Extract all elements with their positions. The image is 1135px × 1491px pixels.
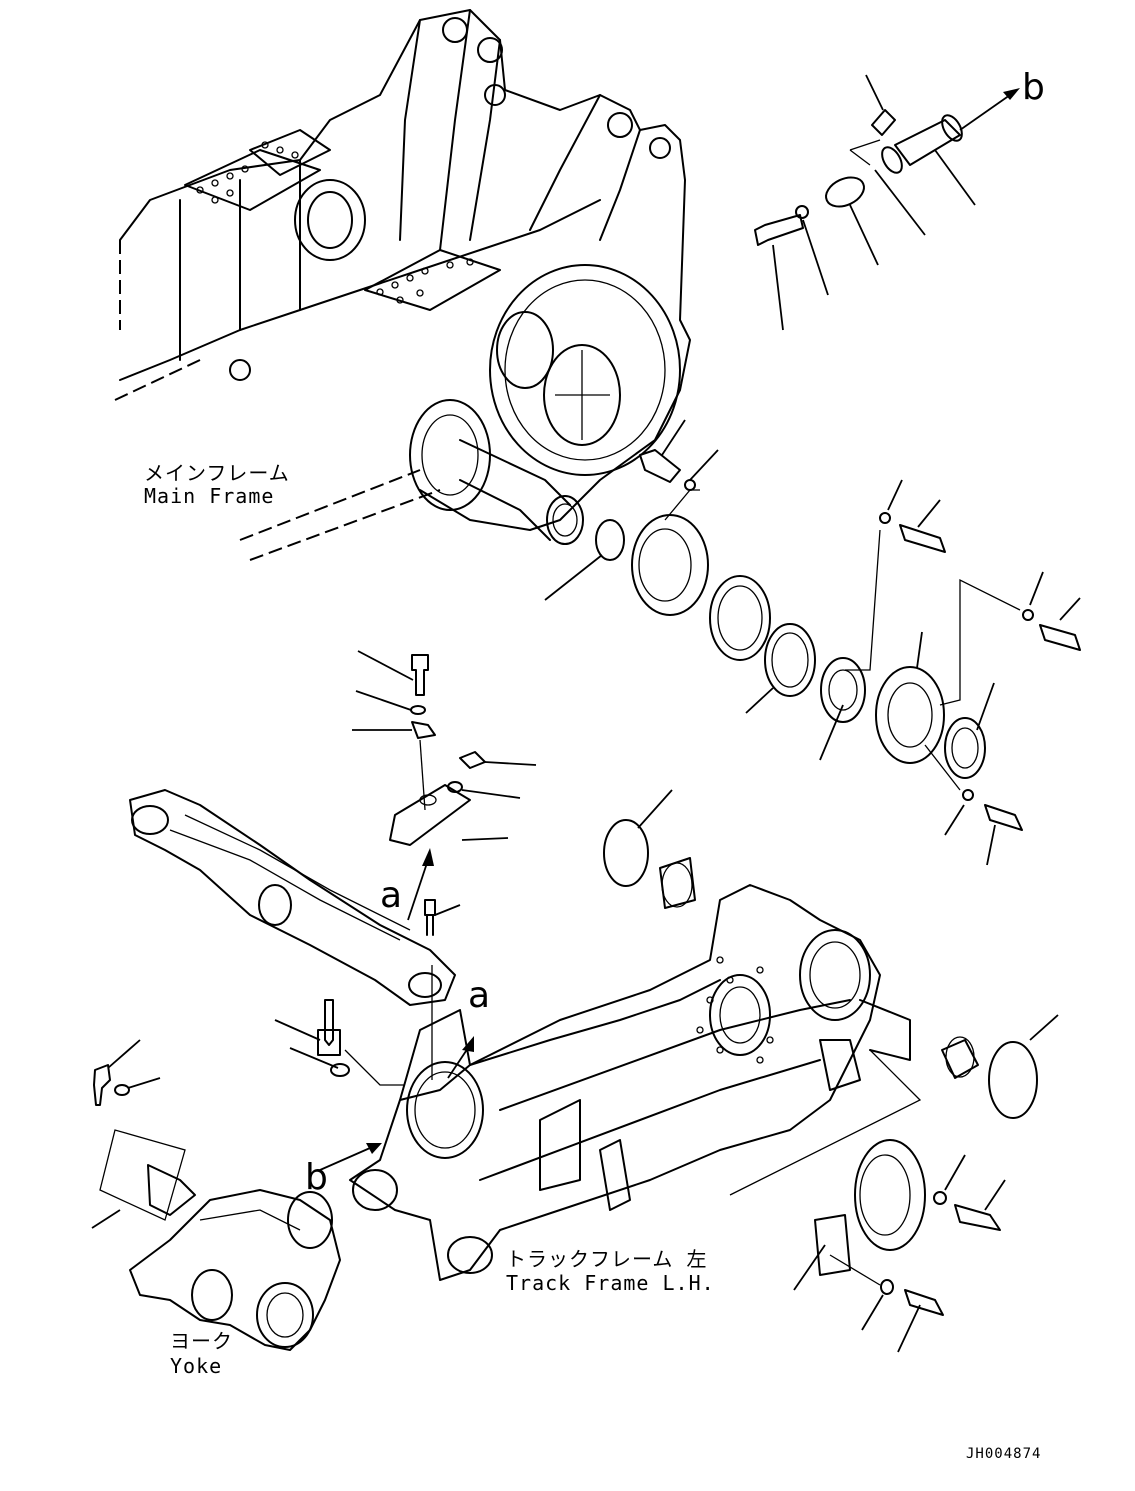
track-frame-label-en: Track Frame L.H. (506, 1271, 715, 1295)
pin-assembly (754, 74, 1020, 331)
ref-b-lower: b (305, 1157, 328, 1198)
main-frame (114, 9, 691, 561)
ref-a-lower: a (468, 975, 491, 1016)
ref-b-upper: b (1022, 67, 1045, 108)
yoke (91, 1039, 341, 1351)
seal-stack (544, 419, 1081, 866)
main-frame-label-en: Main Frame (144, 484, 275, 508)
center-bolts (274, 965, 433, 1086)
yoke-label-jp: ヨーク (170, 1329, 233, 1353)
bracket-assembly (352, 650, 537, 936)
yoke-label-en: Yoke (170, 1354, 223, 1378)
cover-assembly (793, 1139, 1006, 1353)
equalizer-arm (129, 789, 456, 1006)
drawing-code: JH004874 (966, 1446, 1042, 1462)
main-frame-label-jp: メインフレーム (144, 461, 290, 485)
ref-a-upper: a (380, 875, 403, 916)
track-frame-label-jp: トラックフレーム 左 (506, 1247, 708, 1271)
track-frame (319, 789, 1059, 1281)
